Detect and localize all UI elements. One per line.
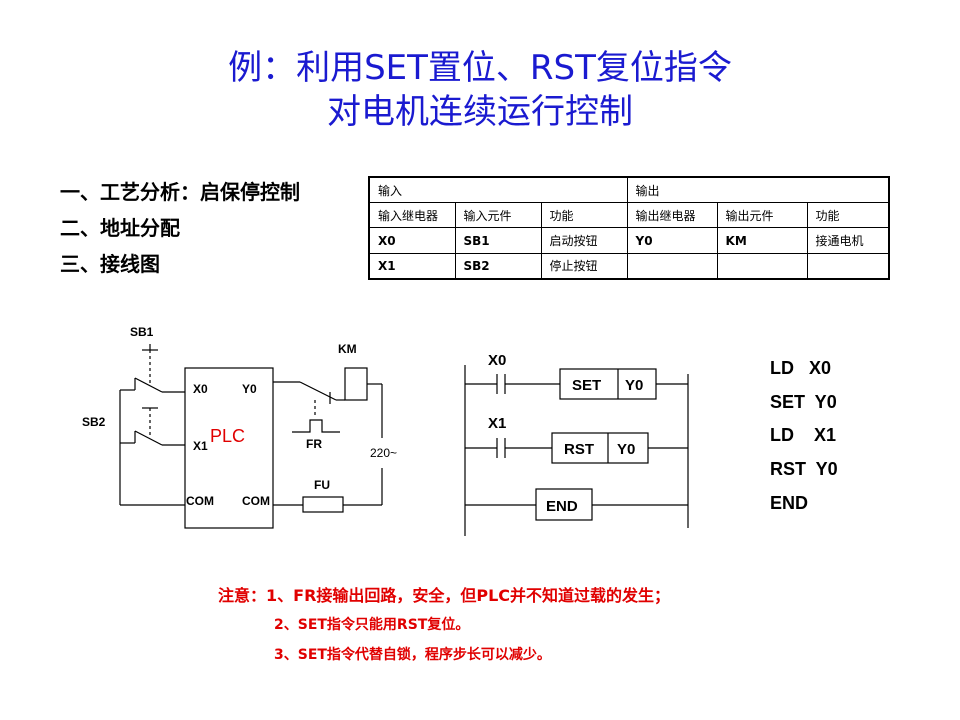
instruction-line: RST Y0	[770, 459, 838, 479]
input-group-header: 输入	[368, 176, 628, 204]
table-cell: Y0	[626, 227, 718, 254]
ladder-y0-label: Y0	[625, 377, 643, 394]
table-cell: 启动按钮	[540, 227, 628, 254]
km-label: KM	[338, 342, 357, 356]
rst-label: RST	[564, 441, 594, 458]
ladder-x1-label: X1	[488, 415, 506, 432]
instruction-line: LD X0	[770, 358, 832, 378]
step-item: 三、接线图	[60, 252, 160, 276]
ladder-y0-label: Y0	[617, 441, 635, 458]
x0-terminal-label: X0	[193, 382, 208, 396]
fr-label: FR	[306, 437, 322, 451]
sb2-label: SB2	[82, 415, 106, 429]
com2-terminal-label: COM	[242, 494, 270, 508]
note-line: 2、SET指令只能用RST复位。	[274, 617, 470, 633]
table-cell: KM	[716, 227, 808, 254]
step-item: 二、地址分配	[60, 216, 180, 240]
set-label: SET	[572, 377, 601, 394]
instruction-line: SET Y0	[770, 392, 837, 412]
plc-label: PLC	[210, 426, 245, 446]
sb1-label: SB1	[130, 325, 154, 339]
table-cell	[626, 252, 718, 280]
x1-terminal-label: X1	[193, 439, 208, 453]
output-contact	[273, 381, 345, 404]
table-column-row: 输入继电器 输入元件 功能 输出继电器 输出元件 功能	[368, 202, 890, 229]
page-title-line2: 对电机连续运行控制	[327, 92, 633, 132]
table-cell: 停止按钮	[540, 252, 628, 280]
table-header-row: 输入 输出	[368, 176, 890, 204]
table-cell: X1	[368, 252, 456, 280]
sb1-switch	[120, 344, 185, 393]
instruction-line: END	[770, 493, 809, 513]
sb2-switch	[120, 407, 185, 446]
table-row: X0 SB1 启动按钮 Y0 KM 接通电机	[368, 227, 890, 254]
column-header: 输入元件	[454, 202, 542, 229]
note-line: 3、SET指令代替自锁，程序步长可以减少。	[274, 647, 551, 663]
y0-terminal-label: Y0	[242, 382, 257, 396]
voltage-label: 220~	[370, 446, 397, 460]
instruction-line: LD X1	[770, 425, 837, 445]
fu-fuse	[302, 496, 344, 513]
table-cell: SB1	[454, 227, 542, 254]
page-title-line1: 例：利用SET置位、RST复位指令	[228, 48, 732, 88]
ladder-x0-label: X0	[488, 352, 506, 369]
table-cell: SB2	[454, 252, 542, 280]
fr-relay	[292, 400, 340, 433]
column-header: 输出元件	[716, 202, 808, 229]
fu-label: FU	[314, 478, 330, 492]
wiring-diagram	[119, 344, 383, 529]
io-allocation-table: 输入 输出 输入继电器 输入元件 功能 输出继电器 输出元件 功能 X0 SB1…	[368, 176, 891, 280]
wiring-labels: SB1 SB2 X0 Y0 X1 PLC COM COM KM FR FU 22…	[82, 325, 397, 508]
plc-box	[184, 367, 274, 529]
table-cell: 接通电机	[806, 227, 890, 254]
km-coil	[344, 367, 368, 401]
com1-terminal-label: COM	[186, 494, 214, 508]
table-cell	[806, 252, 890, 280]
note-line: 注意：1、FR接输出回路，安全，但PLC并不知道过载的发生；	[218, 586, 671, 605]
ladder-diagram	[464, 365, 689, 536]
step-item: 一、工艺分析：启保停控制	[60, 180, 300, 204]
table-row: X1 SB2 停止按钮	[368, 252, 890, 280]
ladder-labels: X0 SET Y0 X1 RST Y0 END	[488, 352, 643, 515]
step-list: 一、工艺分析：启保停控制 二、地址分配 三、接线图	[60, 174, 300, 282]
end-label: END	[546, 498, 578, 515]
